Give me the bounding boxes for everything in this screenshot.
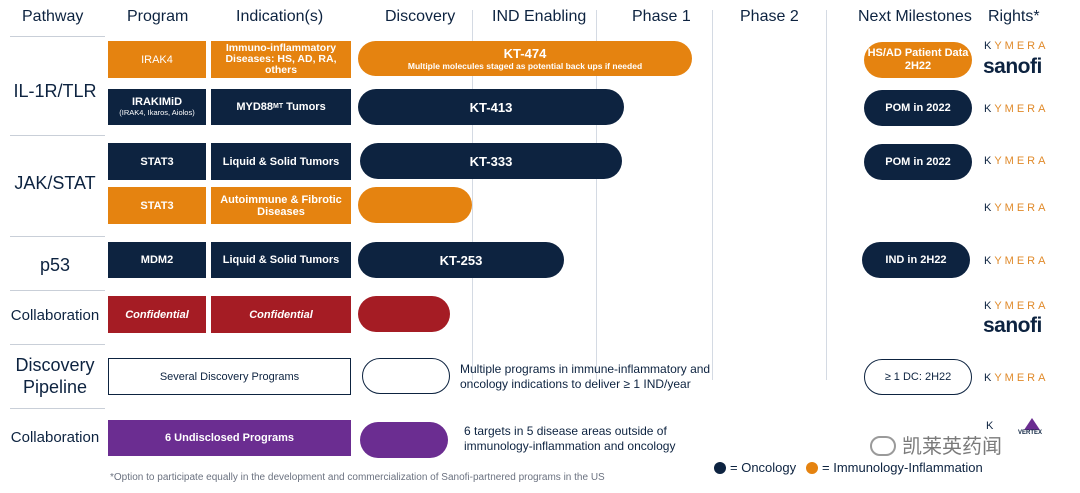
progress-bar-kt413: KT-413 <box>358 89 624 125</box>
pathway-jak-stat: JAK/STAT <box>14 173 96 193</box>
program-undisclosed: 6 Undisclosed Programs <box>108 420 351 456</box>
bar-title-kt474: KT-474 <box>503 46 547 61</box>
immunology-dot-icon <box>806 462 818 474</box>
pathway-discovery-pipeline: Discovery Pipeline <box>0 354 110 398</box>
progress-bar-stat3-immunology <box>358 187 472 223</box>
grid-line-ind <box>472 10 473 380</box>
indication-stat3-oncology: Liquid & Solid Tumors <box>211 143 351 180</box>
program-confidential: Confidential <box>108 296 206 333</box>
pathway-divider <box>10 135 105 136</box>
sanofi-logo: sanofi <box>983 55 1042 78</box>
header-discovery: Discovery <box>385 8 456 25</box>
legend-oncology: = Oncology <box>714 460 796 475</box>
kymera-logo: KYMERA <box>984 202 1049 214</box>
pathway-discovery-line1: Discovery <box>15 355 95 375</box>
milestone-mdm2: IND in 2H22 <box>862 242 970 278</box>
header-pathway: Pathway <box>22 8 84 25</box>
program-irakimid: IRAKIMiD (IRAK4, Ikaros, Aiolos) <box>108 89 206 125</box>
pathway-divider <box>10 236 105 237</box>
progress-bar-discovery <box>362 358 450 394</box>
program-mdm2: MDM2 <box>108 242 206 278</box>
milestone-stat3: POM in 2022 <box>864 144 972 180</box>
footnote: *Option to participate equally in the de… <box>110 472 605 483</box>
kymera-logo: KYMERA <box>984 300 1049 312</box>
header-milestones: Next Milestones <box>858 8 972 25</box>
pathway-divider <box>10 408 105 409</box>
milestone-irak4: HS/AD Patient Data 2H22 <box>864 42 972 78</box>
progress-bar-kt253: KT-253 <box>358 242 564 278</box>
pathway-divider <box>10 290 105 291</box>
program-irakimid-sub: (IRAK4, Ikaros, Aiolos) <box>119 108 195 117</box>
indication-stat3-immunology: Autoimmune & Fibrotic Diseases <box>211 187 351 224</box>
pathway-divider <box>10 36 105 37</box>
oncology-dot-icon <box>714 462 726 474</box>
vertex-triangle-icon <box>1024 418 1040 430</box>
bar-subtitle-kt474: Multiple molecules staged as potential b… <box>407 61 643 71</box>
header-rights: Rights* <box>988 8 1040 25</box>
pathway-il1r: IL-1R/TLR <box>13 81 97 101</box>
kymera-logo: KYMERA <box>984 40 1049 52</box>
header-program: Program <box>127 8 189 25</box>
program-stat3-immunology: STAT3 <box>108 187 206 224</box>
header-indication: Indication(s) <box>236 8 324 25</box>
pathway-divider <box>10 344 105 345</box>
milestone-discovery: ≥ 1 DC: 2H22 <box>864 359 972 395</box>
watermark: 凯莱英药闻 <box>870 430 1002 459</box>
kymera-logo: KYMERA <box>984 255 1049 267</box>
undisclosed-note: 6 targets in 5 disease areas outside of … <box>464 424 676 453</box>
indication-irak4: Immuno-inflammatory Diseases: HS, AD, RA… <box>211 41 351 78</box>
program-irak4: IRAK4 <box>108 41 206 78</box>
progress-bar-confidential <box>358 296 450 332</box>
program-discovery: Several Discovery Programs <box>108 358 351 395</box>
sanofi-logo: sanofi <box>983 314 1042 337</box>
vertex-logo: K VERTEX <box>986 418 1043 436</box>
milestone-irakimid: POM in 2022 <box>864 90 972 126</box>
kymera-logo: KYMERA <box>984 372 1049 384</box>
progress-bar-kt333: KT-333 <box>360 143 622 179</box>
pathway-discovery-line2: Pipeline <box>22 377 88 397</box>
progress-bar-kt474: KT-474 Multiple molecules staged as pote… <box>358 41 692 76</box>
program-irakimid-label: IRAKIMiD <box>131 96 183 108</box>
pathway-collaboration-1: Collaboration <box>10 307 100 324</box>
wechat-icon <box>870 436 896 456</box>
header-phase1: Phase 1 <box>632 8 691 25</box>
indication-mdm2: Liquid & Solid Tumors <box>211 242 351 278</box>
pathway-collaboration-2: Collaboration <box>10 429 100 446</box>
kymera-logo: KYMERA <box>984 103 1049 115</box>
pathway-p53: p53 <box>39 255 71 275</box>
indication-confidential: Confidential <box>211 296 351 333</box>
discovery-note: Multiple programs in immune-inflammatory… <box>460 362 711 391</box>
kymera-logo: KYMERA <box>984 155 1049 167</box>
progress-bar-undisclosed <box>360 422 448 458</box>
program-stat3-oncology: STAT3 <box>108 143 206 180</box>
header-phase2: Phase 2 <box>740 8 799 25</box>
grid-line-phase1 <box>596 10 597 380</box>
grid-line-phase2 <box>712 10 713 380</box>
header-ind-enabling: IND Enabling <box>492 8 587 25</box>
legend-immunology: = Immunology-Inflammation <box>806 460 983 475</box>
grid-line-milestones <box>826 10 827 380</box>
